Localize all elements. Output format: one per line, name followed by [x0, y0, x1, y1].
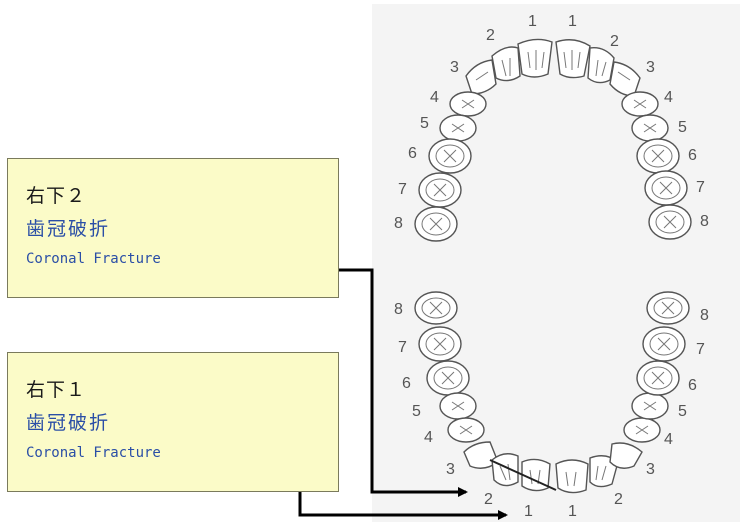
arrow-to-lower-right-2: [339, 268, 468, 497]
num-lr-7: 7: [398, 339, 407, 356]
callout-diagnosis-en: Coronal Fracture: [26, 445, 161, 461]
num-ll-7: 7: [696, 341, 705, 358]
num-ll-3: 3: [646, 461, 655, 478]
num-ur-2: 2: [486, 27, 495, 44]
tooth-lower-right-1: [521, 458, 551, 492]
lower-tooth-details: [421, 297, 683, 487]
tooth-upper-left-1: [555, 39, 591, 79]
num-ur-3: 3: [450, 59, 459, 76]
tooth-upper-left-3: [609, 61, 641, 97]
num-ll-8: 8: [700, 307, 709, 324]
num-ur-8: 8: [394, 215, 403, 232]
dental-chart-background: [372, 4, 740, 522]
num-ll-1: 1: [568, 503, 577, 520]
callout-position-label: 右下２: [26, 185, 87, 207]
num-ll-6: 6: [688, 377, 697, 394]
arrow-to-lower-right-1: [298, 492, 508, 520]
tooth-lower-left-1: [555, 459, 589, 494]
fracture-line: [489, 459, 557, 491]
tooth-upper-left-2: [587, 47, 615, 84]
num-ur-1: 1: [528, 13, 537, 30]
num-ur-4: 4: [430, 89, 439, 106]
num-ur-6: 6: [408, 145, 417, 162]
num-ll-5: 5: [678, 403, 687, 420]
upper-tooth-details: [421, 50, 685, 236]
callout-diagnosis-jp: 歯冠破折: [26, 218, 111, 240]
num-ul-1: 1: [568, 13, 577, 30]
num-lr-4: 4: [424, 429, 433, 446]
num-ll-4: 4: [664, 431, 673, 448]
num-ur-7: 7: [398, 181, 407, 198]
tooth-number-labels: 1 2 3 4 5 6 7 8 1 2 3 4 5 6 7 8 8 7 6 5 …: [394, 13, 709, 520]
callout-position-label: 右下１: [26, 379, 87, 401]
num-ul-5: 5: [678, 119, 687, 136]
num-lr-8: 8: [394, 301, 403, 318]
num-lr-5: 5: [412, 403, 421, 420]
num-lr-6: 6: [402, 375, 411, 392]
num-ur-5: 5: [420, 115, 429, 132]
tooth-upper-right-1: [517, 38, 553, 78]
callout-lower-right-1: 右下１ 歯冠破折 Coronal Fracture: [7, 352, 339, 492]
tooth-lower-right-2: [491, 453, 519, 487]
tooth-lower-left-3: [609, 442, 643, 469]
num-ll-2: 2: [614, 491, 623, 508]
callout-diagnosis-jp: 歯冠破折: [26, 412, 111, 434]
num-ul-3: 3: [646, 59, 655, 76]
num-lr-3: 3: [446, 461, 455, 478]
callout-diagnosis-en: Coronal Fracture: [26, 251, 161, 267]
tooth-upper-right-2: [491, 46, 521, 82]
num-ul-8: 8: [700, 213, 709, 230]
num-lr-1: 1: [524, 503, 533, 520]
callout-lower-right-2: 右下２ 歯冠破折 Coronal Fracture: [7, 158, 339, 298]
num-ul-2: 2: [610, 33, 619, 50]
num-ul-7: 7: [696, 179, 705, 196]
num-ul-6: 6: [688, 147, 697, 164]
num-ul-4: 4: [664, 89, 673, 106]
num-lr-2: 2: [484, 491, 493, 508]
